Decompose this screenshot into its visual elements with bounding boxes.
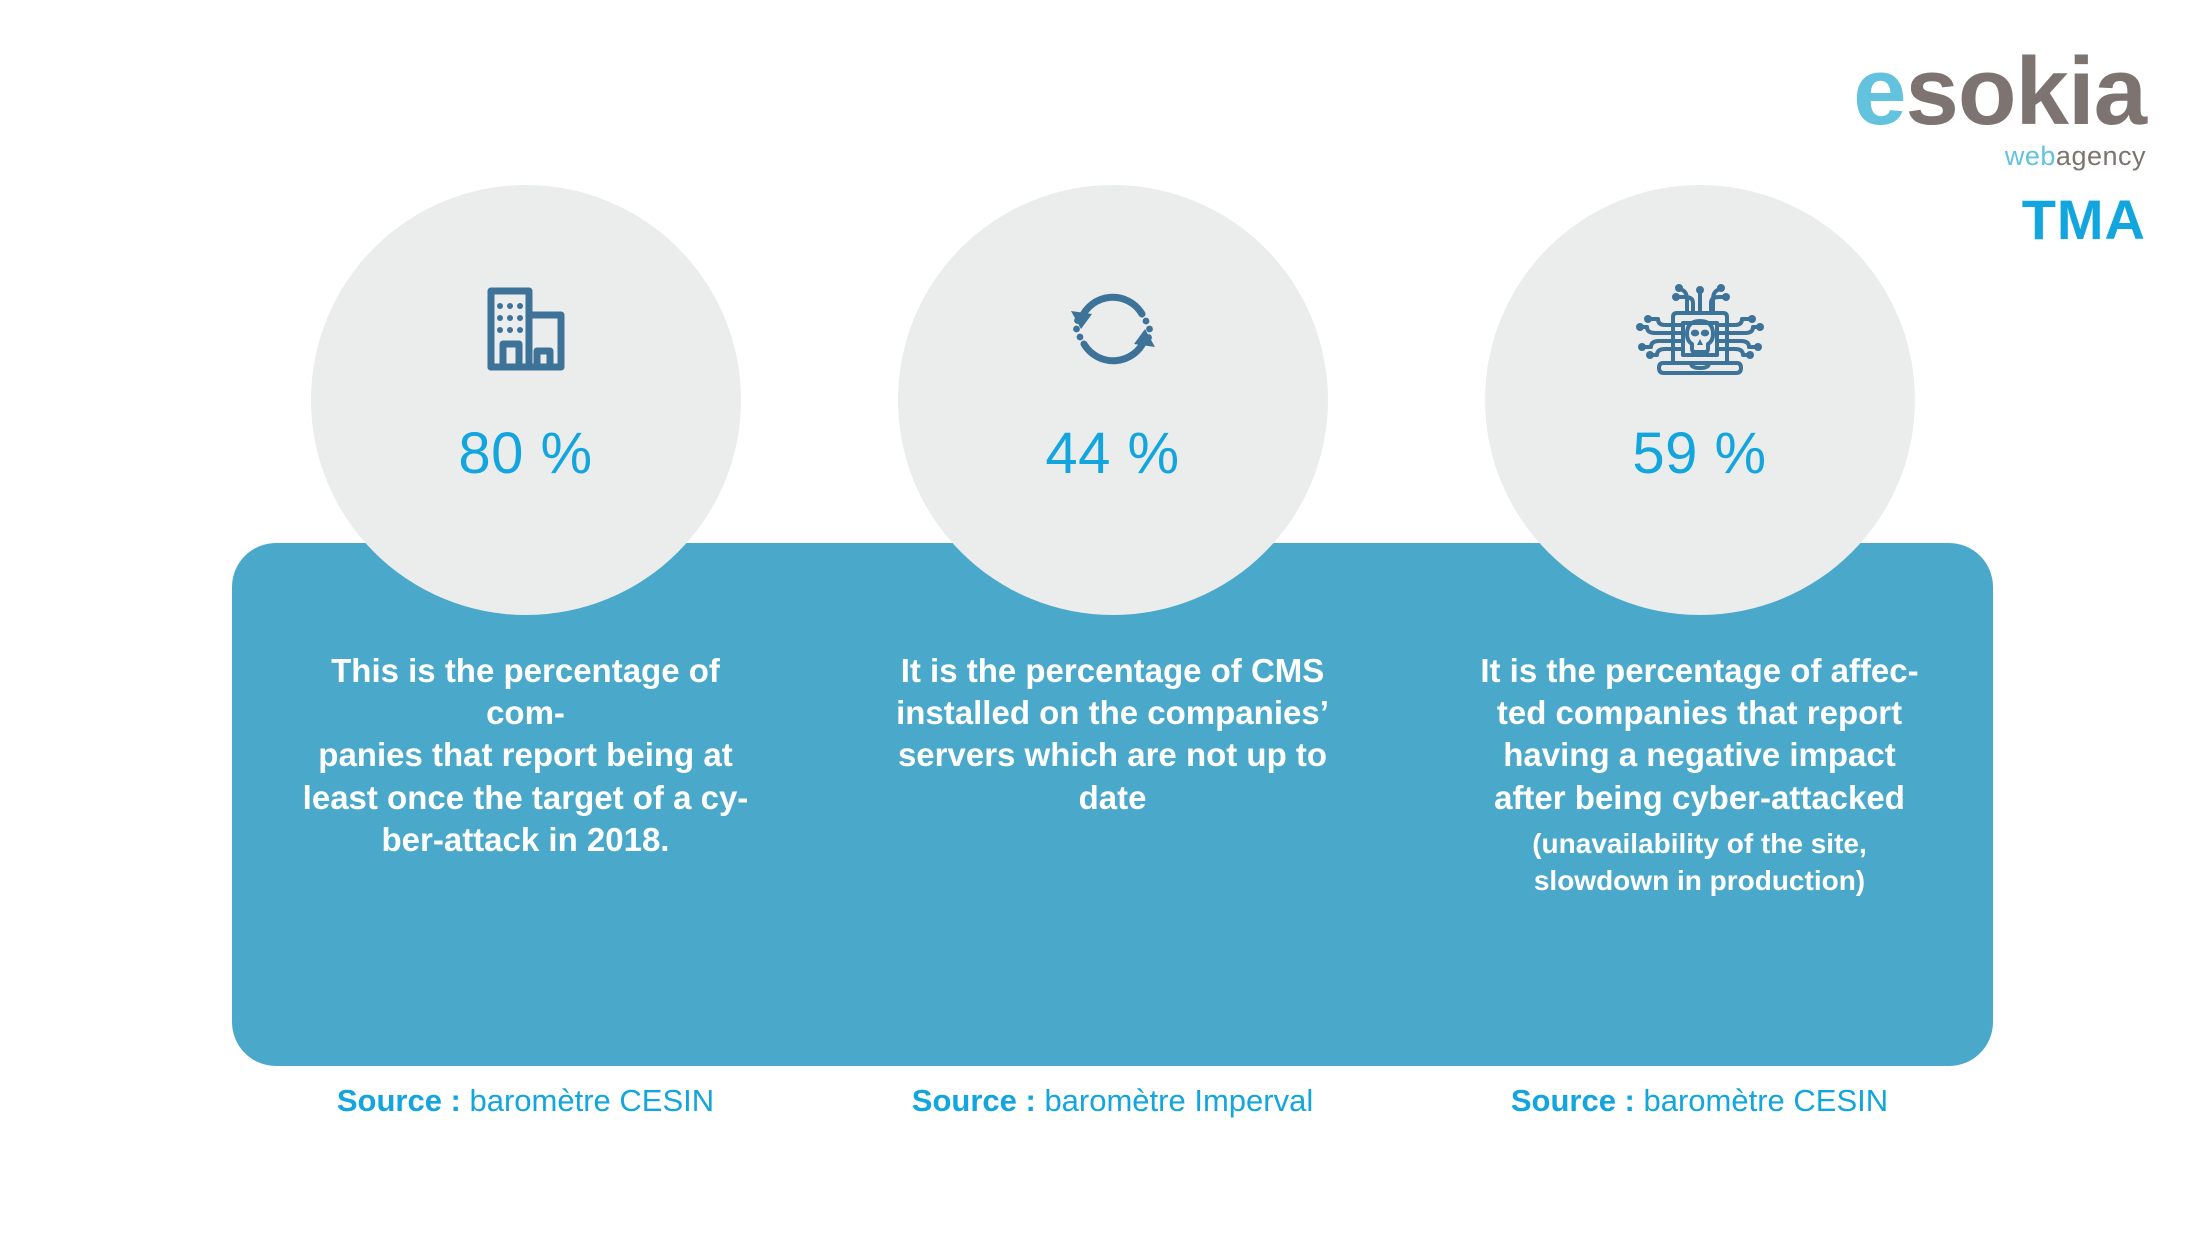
laptop-skull-malware-icon	[1625, 259, 1775, 399]
stat-description-3-main: It is the percentage of affec- ted compa…	[1480, 652, 1919, 816]
stat-percent-3: 59 %	[1632, 421, 1767, 486]
stat-source-1: Source : baromètre CESIN	[246, 1085, 806, 1116]
stat-description-3: It is the percentage of affec- ted compa…	[1465, 650, 1935, 900]
stat-column-2: 44 % It is the percentage of CMS install…	[819, 0, 1406, 1248]
source-label-3: Source :	[1510, 1083, 1635, 1118]
stat-circle-3: 59 %	[1484, 185, 1915, 615]
stat-circle-1: 80 %	[310, 185, 741, 615]
source-value-1: baromètre CESIN	[469, 1083, 715, 1118]
tagline-agency: agency	[2055, 141, 2146, 172]
service-tag-tma: TMA	[2021, 188, 2146, 252]
source-label-1: Source :	[336, 1083, 461, 1118]
source-label-2: Source :	[911, 1083, 1036, 1118]
stat-percent-2: 44 %	[1045, 421, 1180, 486]
stat-source-3: Source : baromètre CESIN	[1420, 1085, 1980, 1116]
brand-header: esokia webagency TMA	[1853, 44, 2147, 252]
esokia-logo: esokia	[1853, 44, 2147, 140]
source-value-2: baromètre Imperval	[1044, 1083, 1314, 1118]
tagline-web: web	[2004, 141, 2056, 172]
stat-column-3: 59 % It is the percentage of affec- ted …	[1406, 0, 1993, 1248]
stat-description-1: This is the percentage of com- panies th…	[302, 652, 749, 858]
refresh-cycle-icon	[1057, 259, 1169, 399]
stat-source-2: Source : baromètre Imperval	[833, 1085, 1393, 1116]
logo-word-rest: sokia	[1905, 38, 2147, 145]
blue-content-panel	[232, 543, 1993, 1066]
stat-circle-2: 44 %	[897, 185, 1328, 615]
office-building-icon	[470, 259, 582, 399]
stat-description-3-note: (unavailability of the site, slowdown in…	[1532, 827, 1867, 897]
logo-letter-e: e	[1853, 38, 1906, 145]
source-value-3: baromètre CESIN	[1643, 1083, 1889, 1118]
stats-columns: 80 % This is the percentage of com- pani…	[232, 0, 1993, 1248]
logo-tagline: webagency	[1853, 143, 2146, 170]
stat-percent-1: 80 %	[458, 421, 593, 486]
stat-column-1: 80 % This is the percentage of com- pani…	[232, 0, 819, 1248]
stat-description-2: It is the percentage of CMS installed on…	[896, 652, 1329, 816]
